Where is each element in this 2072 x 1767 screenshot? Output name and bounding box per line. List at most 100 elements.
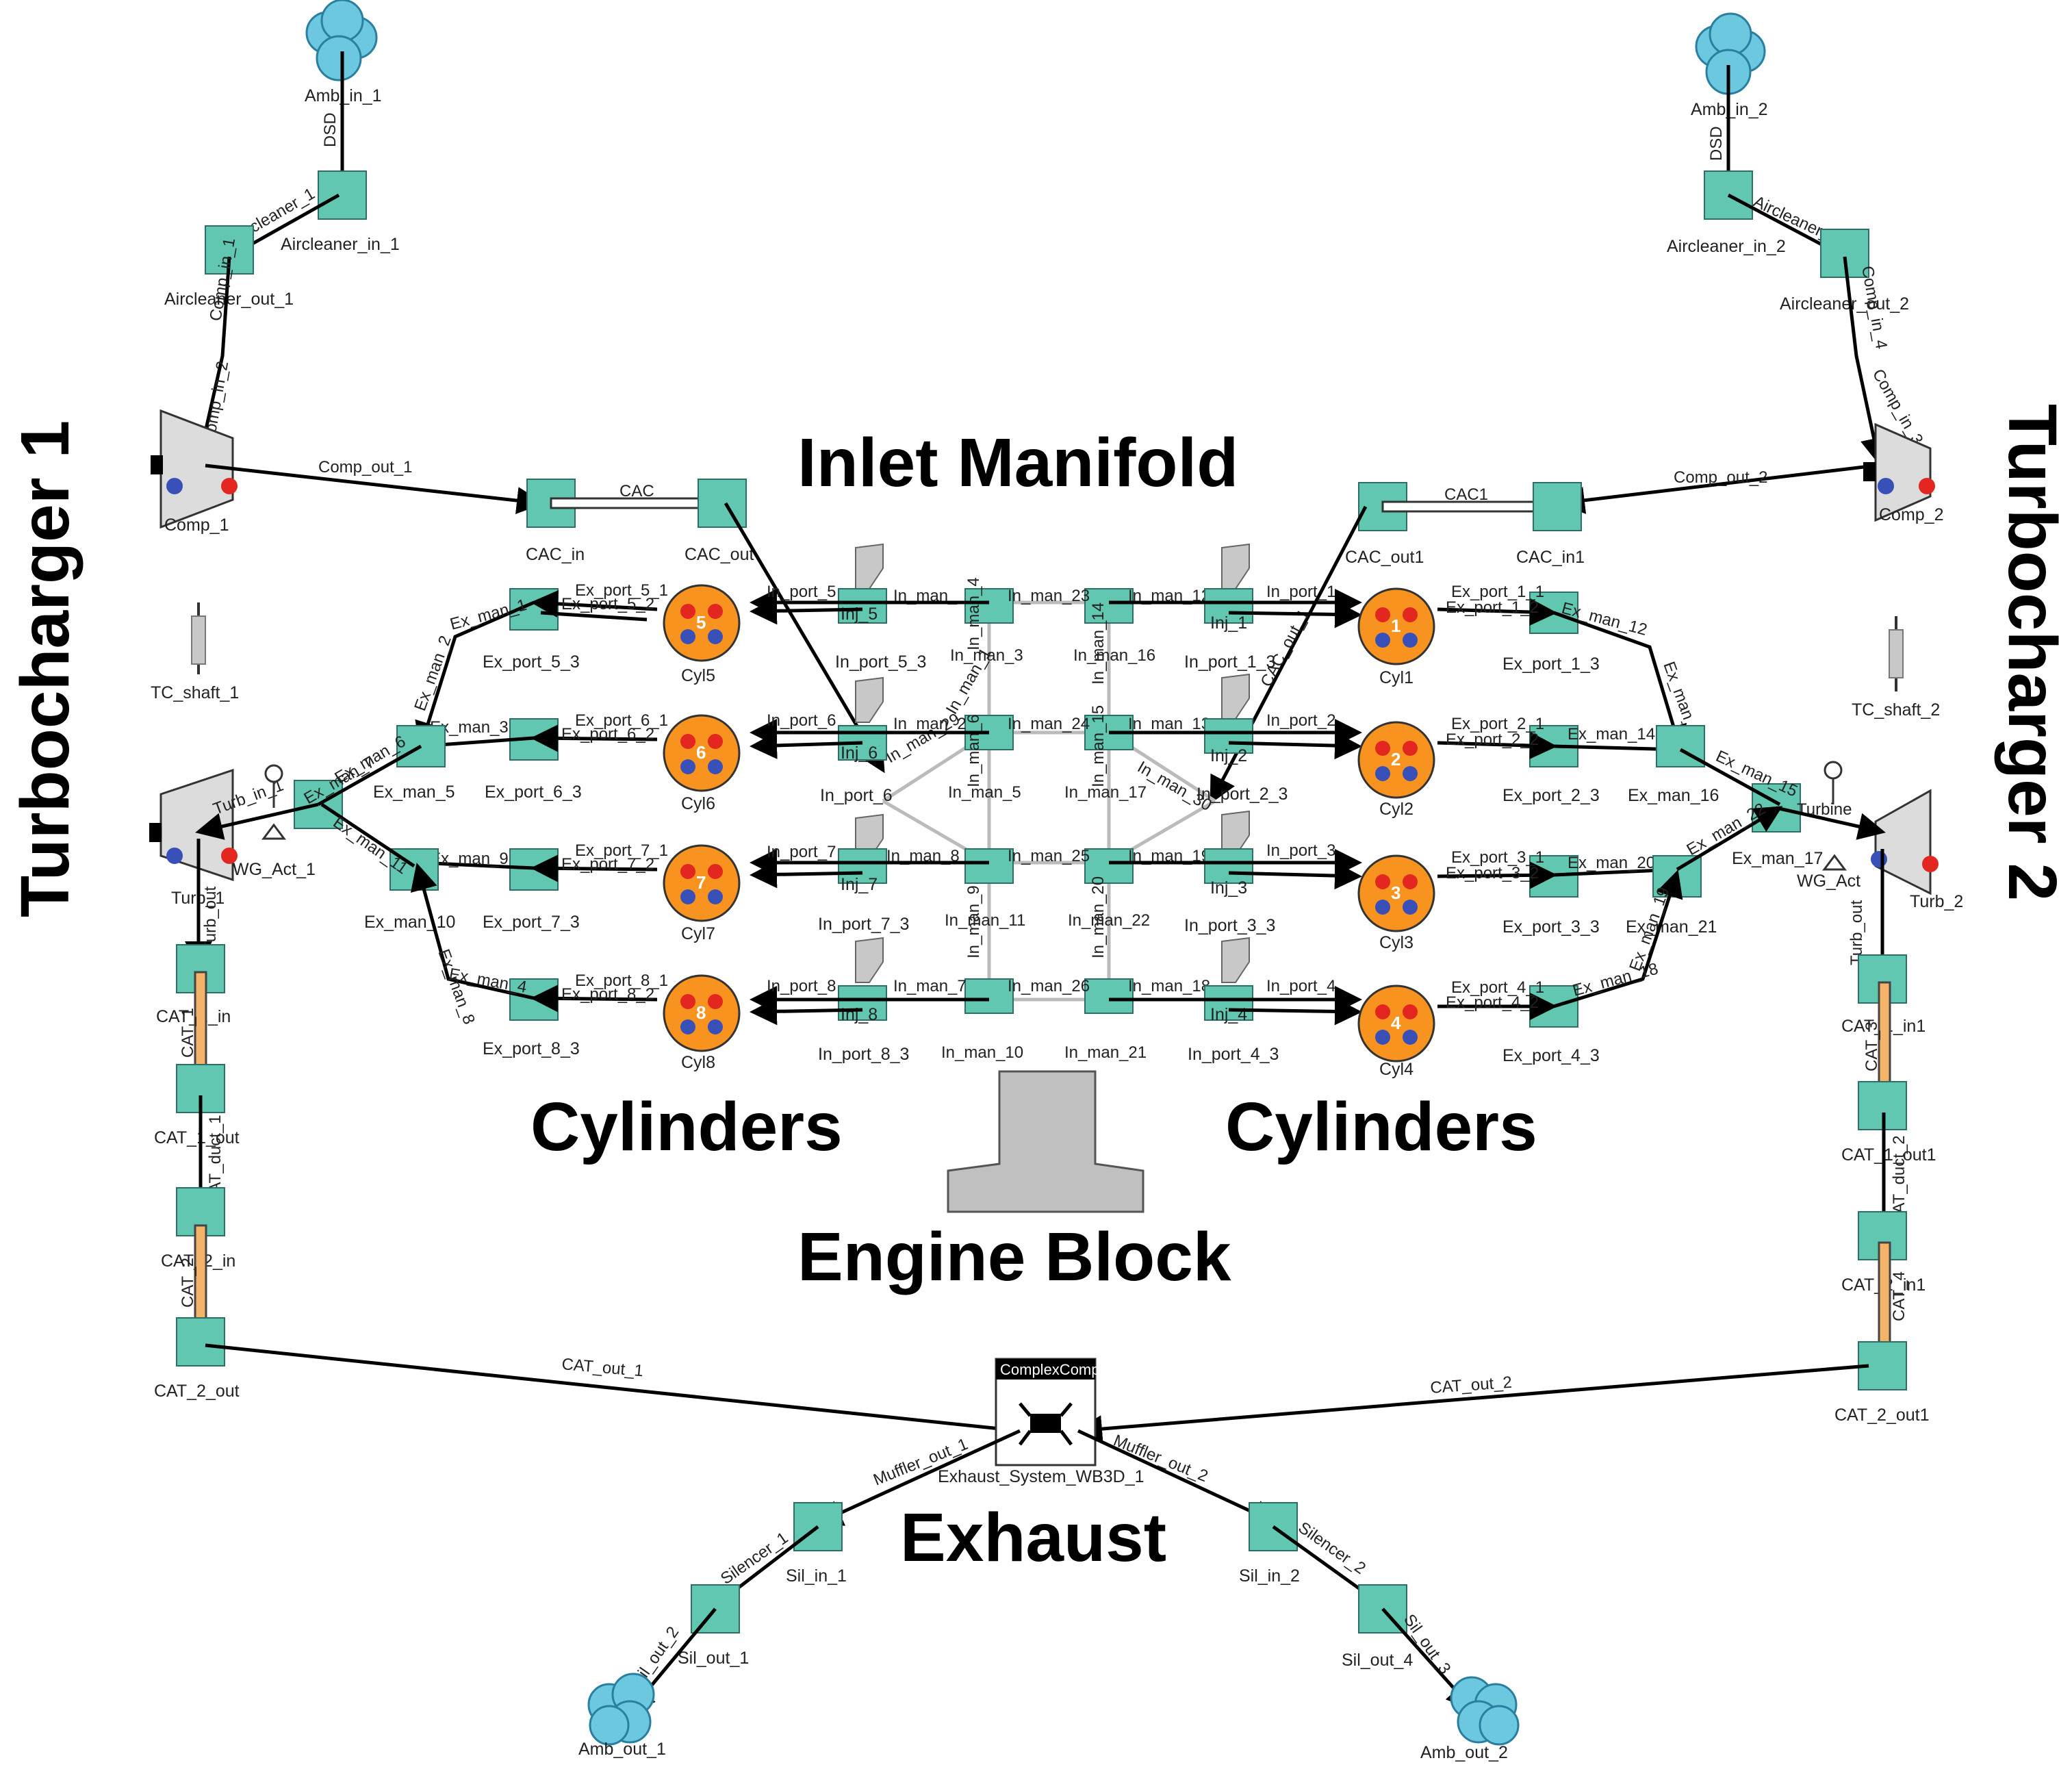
injector-8-icon[interactable] <box>855 937 884 983</box>
in-port-4-pipe-b[interactable] <box>1228 997 1362 1026</box>
heading-cylinders-right: Cylinders <box>1225 1089 1537 1165</box>
ex-port-8-3-label: Ex_port_8_3 <box>483 1039 580 1058</box>
cac-out-box[interactable] <box>698 479 747 528</box>
in-port-6-pipe-label: In_port_6 <box>767 711 836 730</box>
comp-in-2-pipe[interactable] <box>1843 256 1888 466</box>
sil-in-1-box[interactable] <box>793 1502 843 1551</box>
in-man-10-label: In_man_10 <box>941 1043 1023 1062</box>
inj-2-box[interactable] <box>1204 718 1253 754</box>
ex-man-9-label: Ex_man_9 <box>430 850 509 868</box>
inj-8-box[interactable] <box>838 985 887 1021</box>
comp-in-1-pipe[interactable] <box>190 256 231 466</box>
muffler-out-1-pipe[interactable] <box>815 1429 1021 1526</box>
wg-act-1-icon[interactable] <box>261 764 286 840</box>
inlet-center-nodes: In_man_ In_man_23 In_man_12 In_man_3 In_… <box>883 577 1215 1062</box>
inj-7-box[interactable] <box>838 848 887 884</box>
inj-1-box[interactable] <box>1204 588 1253 624</box>
ex-port-1-pipe[interactable] <box>1437 598 1557 626</box>
cyl-3-number: 3 <box>1391 882 1400 903</box>
turb-in-2-pipe[interactable] <box>1776 806 1886 840</box>
inj-6-label: Inj_6 <box>841 743 878 763</box>
injector-5-icon[interactable] <box>855 543 884 589</box>
cac-pipe-label: CAC <box>619 482 654 500</box>
ex-port-3-2-label: Ex_port_3_2 <box>1446 864 1539 882</box>
ex-port-8-pipe[interactable] <box>530 984 658 1013</box>
inj-2-label: Inj_2 <box>1210 746 1247 765</box>
amb-in-2-cloud-icon[interactable] <box>1695 12 1766 95</box>
in-port-7-pipe-b[interactable] <box>750 861 863 889</box>
ex-port-6-pipe[interactable] <box>530 724 658 752</box>
amb-in-1-cloud-icon[interactable] <box>305 0 378 81</box>
ex-man-18-pipe[interactable] <box>1553 869 1683 1008</box>
ex-man-4-pipe[interactable] <box>410 863 535 1000</box>
right-inlet-row-2: In_port_2_3 Inj_2 In_port_2 <box>1109 673 1362 804</box>
ex-port-3-pipe[interactable] <box>1437 861 1557 889</box>
in-man-node-h[interactable] <box>1084 848 1134 884</box>
comp-out-2-pipe[interactable] <box>1557 463 1876 514</box>
ex-man-1-pipe[interactable] <box>415 600 535 750</box>
injector-6-icon[interactable] <box>855 676 884 723</box>
cat-2-out-box[interactable] <box>176 1317 225 1366</box>
in-man-label-r: In_man_20 <box>1089 876 1108 958</box>
in-man-node-g[interactable] <box>964 848 1014 884</box>
ex-port-5-pipe[interactable] <box>530 589 658 618</box>
ex-port-5-pipe-b[interactable] <box>540 611 648 622</box>
cat-out-2-pipe[interactable] <box>1075 1364 1869 1443</box>
in-port-6-label: In_port_6 <box>820 786 893 805</box>
in-man-node-b[interactable] <box>1084 588 1134 624</box>
in-man-node-a[interactable] <box>964 588 1014 624</box>
muffler-out-2-pipe[interactable] <box>1077 1429 1280 1526</box>
engine-block-icon[interactable] <box>947 1070 1144 1213</box>
in-port-1-pipe-b[interactable] <box>1228 600 1362 628</box>
ex-man-11-pipe[interactable] <box>320 802 415 868</box>
ex-man-15-pipe[interactable] <box>1679 748 1781 806</box>
ex-port-8-1-label: Ex_port_8_1 <box>575 971 668 990</box>
inj-5-box[interactable] <box>838 588 887 624</box>
comp-out-1-pipe[interactable] <box>205 463 544 514</box>
aircleaner-out-1-box[interactable] <box>205 225 254 275</box>
inj-3-box[interactable] <box>1204 848 1253 884</box>
in-man-11-label: In_man_11 <box>945 911 1025 930</box>
cyl-5-label: Cyl5 <box>681 666 715 685</box>
heading-turbocharger-1: Turbocharger 1 <box>7 420 84 917</box>
inj-4-box[interactable] <box>1204 985 1253 1021</box>
in-man-node-k[interactable] <box>1084 978 1134 1014</box>
turb-in-1-pipe[interactable] <box>195 802 319 840</box>
in-port-2-pipe-b[interactable] <box>1228 732 1362 760</box>
left-inlet-row-1: Inj_5 In_port_5_3 In_port_5 <box>750 543 989 672</box>
ex-man-22-pipe[interactable] <box>1676 806 1783 872</box>
in-port-4-label: In_port_4 <box>1266 977 1335 995</box>
ex-port-1-1-label: Ex_port_1_1 <box>1451 583 1544 601</box>
right-inlet-row-3: Inj_3 In_port_3_3 In_port_3 <box>1109 810 1362 935</box>
in-port-5-label: In_port_5 <box>767 583 836 601</box>
wg-act-2-icon[interactable] <box>1822 761 1847 871</box>
amb-out-1-cloud-icon[interactable] <box>587 1673 655 1746</box>
tc-shaft-2-icon[interactable] <box>1889 616 1904 691</box>
aircleaner-in-1-box[interactable] <box>318 170 367 220</box>
tc-shaft-1-icon[interactable] <box>191 602 206 674</box>
cac1-pipe-label: CAC1 <box>1444 485 1488 504</box>
ex-port-7-2-label: Ex_port_7_2 <box>561 855 654 874</box>
in-port-3-pipe-b[interactable] <box>1228 862 1362 890</box>
injector-4-icon[interactable] <box>1221 937 1250 983</box>
cat-out-1-pipe[interactable] <box>205 1343 1023 1442</box>
compressor-1-icon[interactable] <box>151 409 238 529</box>
ex-port-2-pipe[interactable] <box>1437 731 1557 759</box>
injector-2-icon[interactable] <box>1221 673 1250 720</box>
in-man-node-j[interactable] <box>964 978 1014 1014</box>
injector-1-icon[interactable] <box>1221 543 1250 589</box>
in-man-label-b: In_man_23 <box>1008 587 1090 605</box>
heading-cylinders-left: Cylinders <box>530 1089 843 1165</box>
ex-man-6-pipe[interactable] <box>317 744 422 806</box>
ex-man-16-label: Ex_man_16 <box>1628 786 1719 805</box>
in-port-8-pipe-b[interactable] <box>750 997 863 1026</box>
ex-port-4-1-label: Ex_port_4_1 <box>1451 978 1544 997</box>
cac-in1-box[interactable] <box>1533 482 1582 531</box>
in-port-3-label: In_port_3 <box>1266 841 1335 860</box>
ex-man-11-label: Ex_man_11 <box>330 813 411 878</box>
amb-out-2-cloud-icon[interactable] <box>1450 1676 1520 1746</box>
in-port-5-pipe-b[interactable] <box>750 597 863 625</box>
ex-port-7-pipe[interactable] <box>530 854 658 882</box>
ex-man-12-pipe[interactable] <box>1553 611 1687 753</box>
in-port-6-pipe-b[interactable] <box>750 731 863 759</box>
